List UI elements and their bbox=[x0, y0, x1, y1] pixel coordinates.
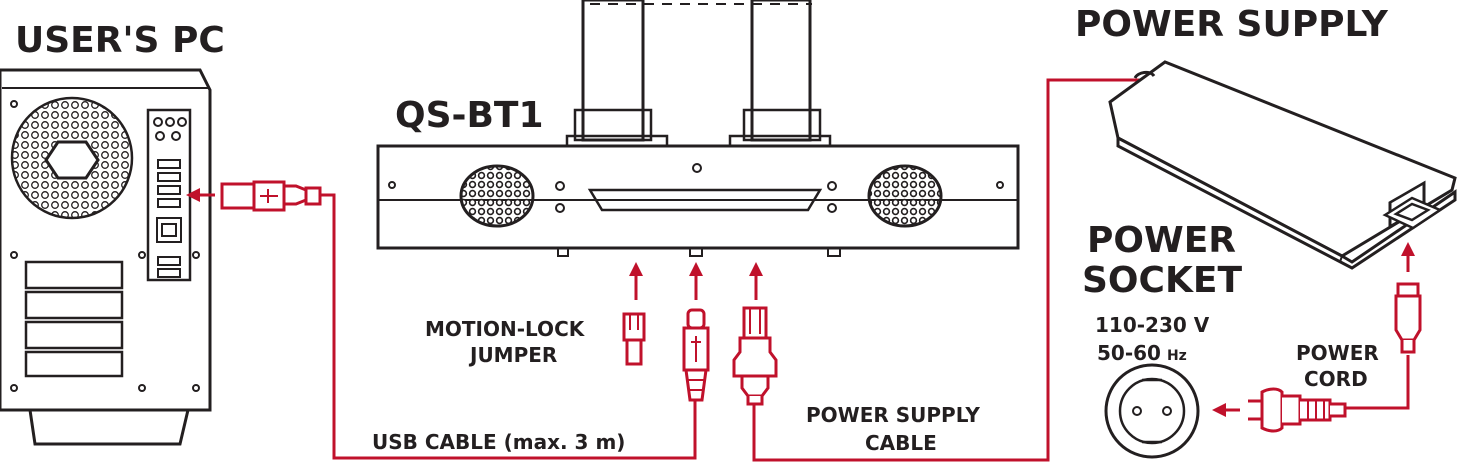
mains-plug-icon bbox=[1248, 387, 1347, 433]
power-socket-label-1: POWER bbox=[1087, 220, 1236, 261]
voltage-label: 110-230 V bbox=[1095, 313, 1210, 337]
jumper-icon bbox=[622, 312, 646, 366]
motion-lock-label-1: MOTION-LOCK bbox=[425, 317, 586, 341]
dc-plug-icon bbox=[732, 306, 778, 406]
power-supply-cable-label-2: CABLE bbox=[865, 431, 937, 455]
arrow-icon bbox=[1212, 403, 1240, 417]
users-pc-label: USER'S PC bbox=[15, 20, 225, 61]
arrow-icon bbox=[186, 188, 215, 202]
iec-plug-icon bbox=[1394, 282, 1422, 354]
frequency-unit: Hz bbox=[1167, 348, 1187, 364]
device-label: QS-BT1 bbox=[395, 95, 544, 136]
frequency-label: 50-60 Hz bbox=[1097, 341, 1187, 365]
power-cord-line bbox=[1345, 355, 1410, 410]
power-supply-cable-line bbox=[752, 78, 1140, 462]
pc-tower-icon bbox=[0, 68, 212, 446]
power-cord-label-2: CORD bbox=[1304, 367, 1368, 391]
cables bbox=[320, 78, 1410, 462]
arrow-icon bbox=[629, 262, 763, 300]
power-supply-cable-label-1: POWER SUPPLY bbox=[806, 403, 980, 427]
iec-socket-icon bbox=[1382, 196, 1443, 230]
arrow-icon bbox=[1401, 242, 1415, 272]
usb-c-plug-icon bbox=[682, 308, 710, 402]
wall-socket-icon bbox=[1104, 363, 1200, 459]
usb-plug-icon bbox=[220, 180, 322, 212]
power-cord-label-1: POWER bbox=[1296, 341, 1379, 365]
usb-cable-label: USB CABLE (max. 3 m) bbox=[372, 430, 625, 454]
power-supply-label: POWER SUPPLY bbox=[1075, 4, 1389, 45]
device-body bbox=[376, 0, 1020, 257]
power-socket-label-2: SOCKET bbox=[1082, 260, 1242, 301]
frequency-value: 50-60 bbox=[1097, 341, 1161, 365]
motion-lock-label-2: JUMPER bbox=[468, 343, 557, 367]
usb-cable-line bbox=[320, 193, 697, 460]
